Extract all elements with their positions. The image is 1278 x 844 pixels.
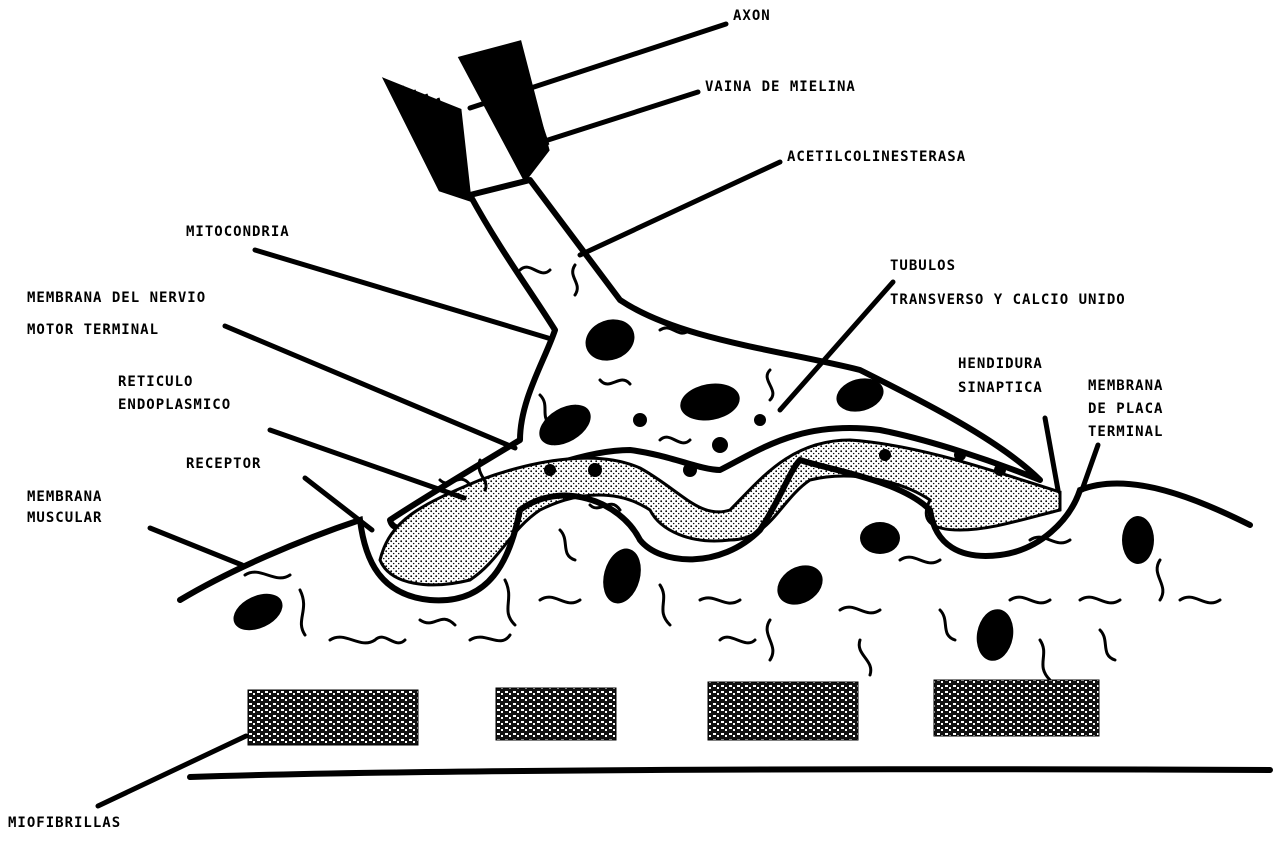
label-membrana-placa-line3: TERMINAL: [1088, 423, 1163, 442]
label-reticulo-line2: ENDOPLASMICO: [118, 396, 231, 415]
label-mitocondria: MITOCONDRIA: [186, 223, 290, 242]
label-vaina-de-mielina: VAINA DE MIELINA: [705, 78, 856, 97]
label-miofibrillas: MIOFIBRILLAS: [8, 814, 121, 833]
label-membrana-placa-line2: DE PLACA: [1088, 400, 1163, 419]
label-membrana-nervio-line2: MOTOR TERMINAL: [27, 321, 159, 340]
label-hendidura-line2: SINAPTICA: [958, 379, 1043, 398]
myelin-sheath-left: [385, 80, 470, 200]
label-transverso-calcio: TRANSVERSO Y CALCIO UNIDO: [890, 291, 1126, 310]
label-membrana-muscular-line1: MEMBRANA: [27, 488, 102, 507]
label-membrana-nervio-line1: MEMBRANA DEL NERVIO: [27, 289, 206, 308]
label-tubulos: TUBULOS: [890, 257, 956, 276]
label-axon: AXON: [733, 7, 771, 26]
label-hendidura-line1: HENDIDURA: [958, 355, 1043, 374]
myofibrils-group: [248, 680, 1099, 745]
label-membrana-placa-line1: MEMBRANA: [1088, 377, 1163, 396]
label-reticulo-line1: RETICULO: [118, 373, 193, 392]
muscle-fiber-baseline: [190, 769, 1270, 777]
label-receptor: RECEPTOR: [186, 455, 261, 474]
label-membrana-muscular-line2: MUSCULAR: [27, 509, 102, 528]
label-acetilcolinesterasa: ACETILCOLINESTERASA: [787, 148, 966, 167]
myelin-sheath-right: [460, 42, 548, 180]
